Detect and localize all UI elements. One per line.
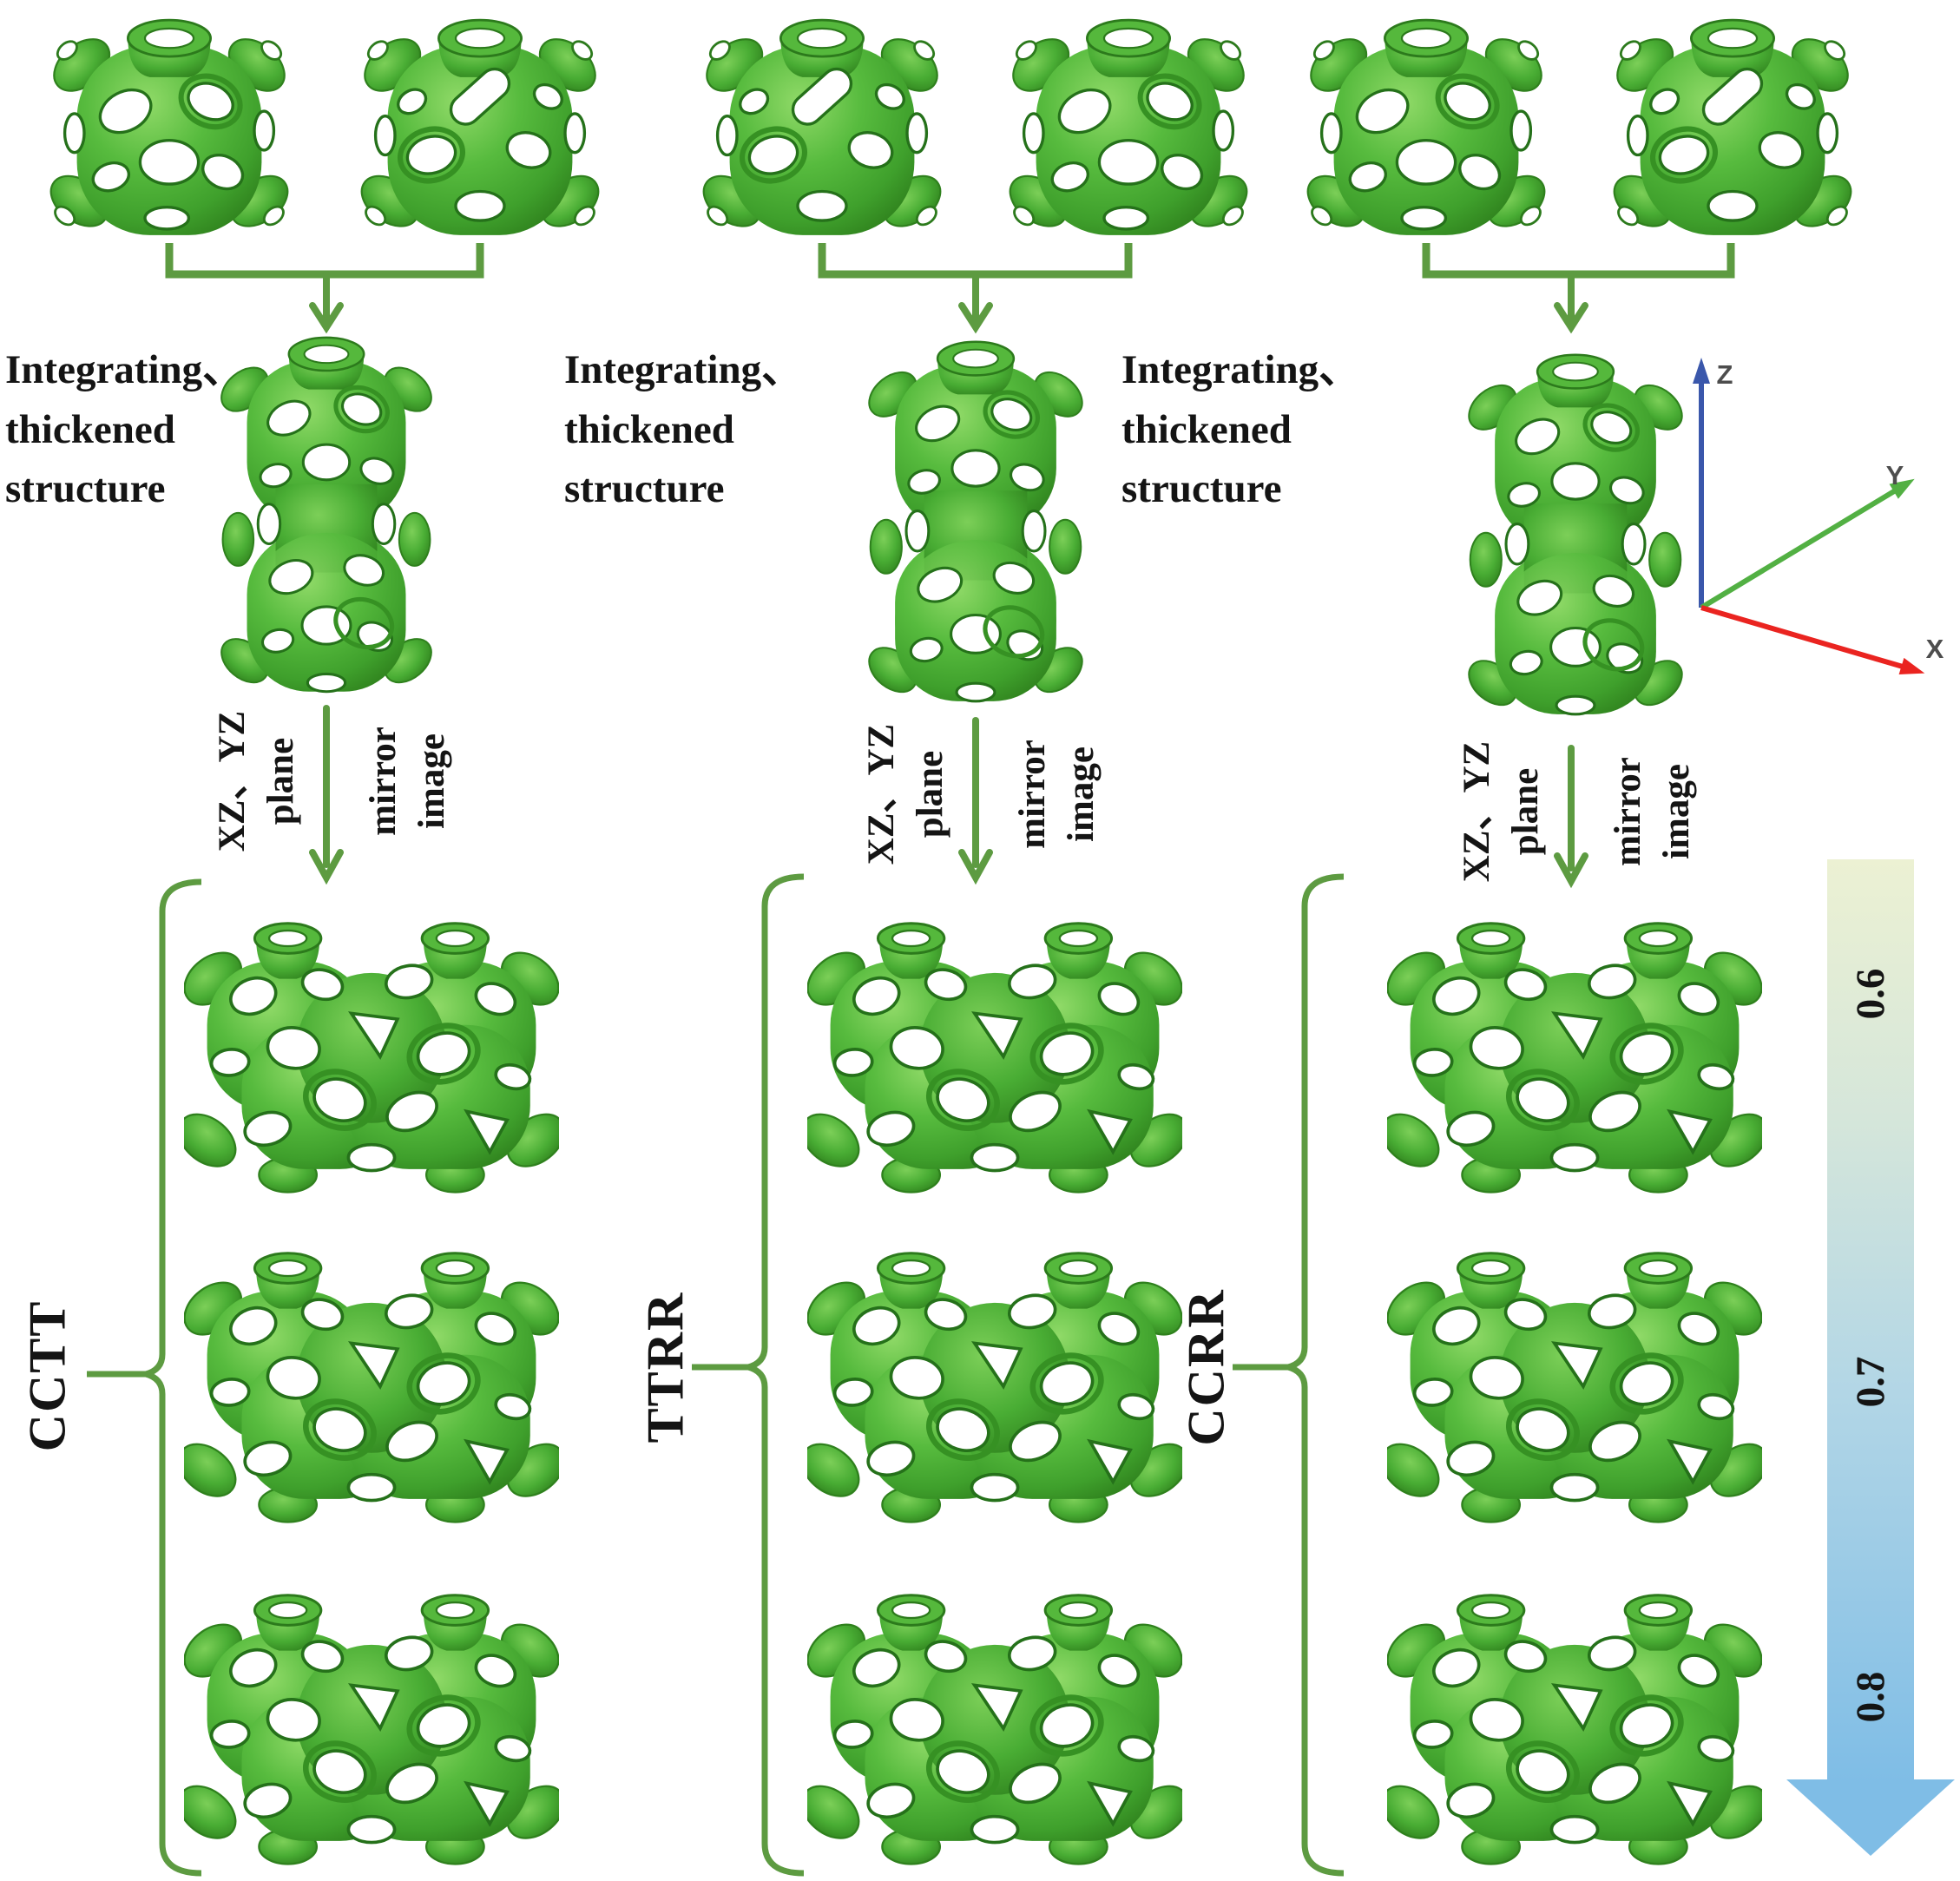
mirror-plane-label: XZ、YZ plane [212,710,301,852]
tpms-integrated-double-cell [1463,330,1687,745]
mirror-image-label: mirror image [1012,740,1102,849]
tpms-mirrored-array [807,884,1182,1207]
integrate-line: structure [1121,466,1282,512]
tpms-integrated-double-cell [214,330,438,705]
integrate-line: structure [5,466,166,512]
integrate-line: Integrating、 [564,347,803,392]
z-axis-arrowhead [1693,358,1710,384]
tpms-mirrored-array [184,884,559,1207]
tpms-mirrored-array [184,1213,559,1536]
integrate-label: Integrating、 thickened structure [564,340,802,519]
density-value-0.7: 0.7 [1848,1356,1893,1408]
group-name: CCRR [1177,1288,1235,1446]
tpms-mirrored-array [184,1555,559,1878]
integrate-label: Integrating、 thickened structure [5,340,243,519]
integrate-line: Integrating、 [5,347,244,392]
integrate-line: thickened [1121,406,1292,452]
group-name: TTRR [636,1291,694,1444]
y-axis-label: Y [1885,460,1904,490]
integrate-line: structure [564,466,725,512]
tpms-integrated-double-cell [864,330,1088,719]
tpms-unit-cell [1611,7,1854,254]
mirror-plane-label: XZ、YZ plane [861,723,950,865]
tpms-mirrored-array [1387,1555,1762,1878]
tpms-unit-cell [358,7,602,254]
coordinate-axes [1693,358,1925,675]
tpms-unit-cell [48,7,291,254]
tpms-mirrored-array [807,1213,1182,1536]
mirror-image-label: mirror image [1608,757,1697,866]
z-axis-label: Z [1716,359,1733,390]
density-value-0.8: 0.8 [1848,1671,1893,1723]
mirror-plane-label: XZ、YZ plane [1457,740,1546,883]
tpms-mirrored-array [807,1555,1182,1878]
tpms-unit-cell [1007,7,1250,254]
mirror-image-label: mirror image [363,727,452,836]
density-gradient-arrow [1786,859,1955,1856]
tpms-mirrored-array [1387,884,1762,1207]
x-axis-label: X [1925,634,1944,664]
integrate-line: Integrating、 [1121,347,1360,392]
integrate-label: Integrating、 thickened structure [1121,340,1359,519]
tpms-mirrored-array [1387,1213,1762,1536]
x-axis-arrowhead [1898,657,1925,675]
tpms-unit-cell [700,7,944,254]
y-axis-arrowhead [1889,478,1915,499]
integrate-line: thickened [5,406,175,452]
tpms-unit-cell [1305,7,1548,254]
integrate-line: thickened [564,406,734,452]
density-value-0.6: 0.6 [1848,968,1893,1020]
group-name: CCTT [18,1299,76,1452]
